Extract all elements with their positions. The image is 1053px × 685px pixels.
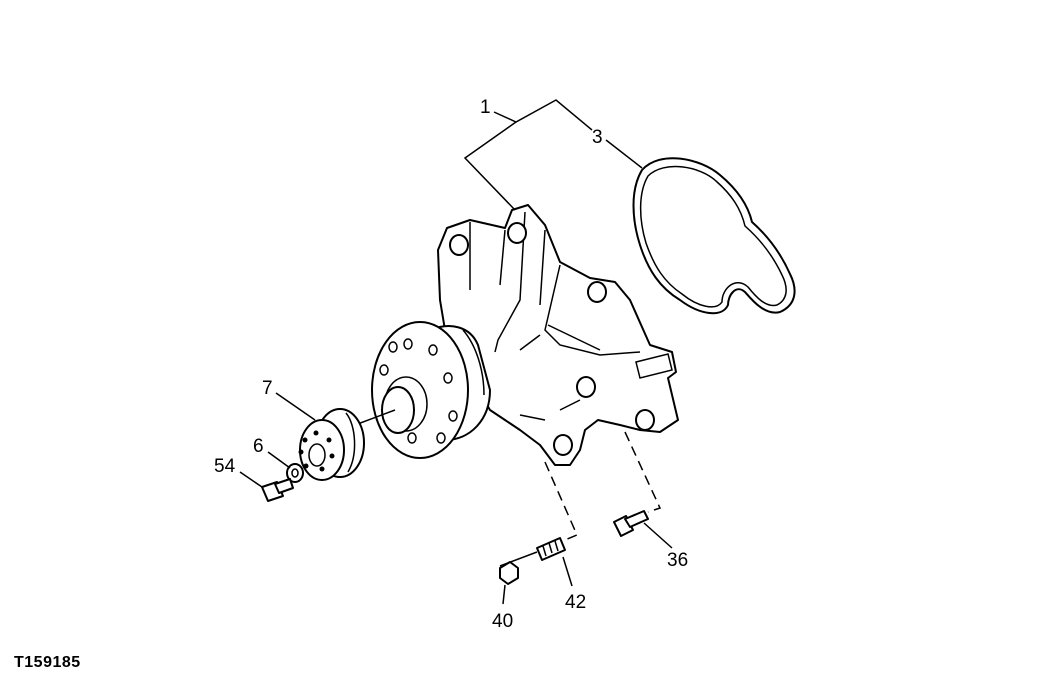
leader-lines xyxy=(239,99,673,605)
callout-6: 6 xyxy=(253,436,264,457)
stud-42-part xyxy=(536,537,566,561)
figure-id-label: T159185 xyxy=(14,654,81,671)
bolt-54-part xyxy=(261,478,294,502)
callout-40: 40 xyxy=(492,611,513,632)
callout-36: 36 xyxy=(667,550,688,571)
callout-7: 7 xyxy=(262,378,273,399)
water-pump-housing xyxy=(371,204,679,466)
bolt-36-part xyxy=(613,510,649,537)
callout-54: 54 xyxy=(214,456,236,477)
gasket-part xyxy=(632,157,796,315)
callout-3: 3 xyxy=(592,127,603,148)
callout-1: 1 xyxy=(480,97,491,118)
washer-part xyxy=(286,463,304,483)
callout-42: 42 xyxy=(565,592,586,613)
pulley-hub-part xyxy=(298,408,396,481)
